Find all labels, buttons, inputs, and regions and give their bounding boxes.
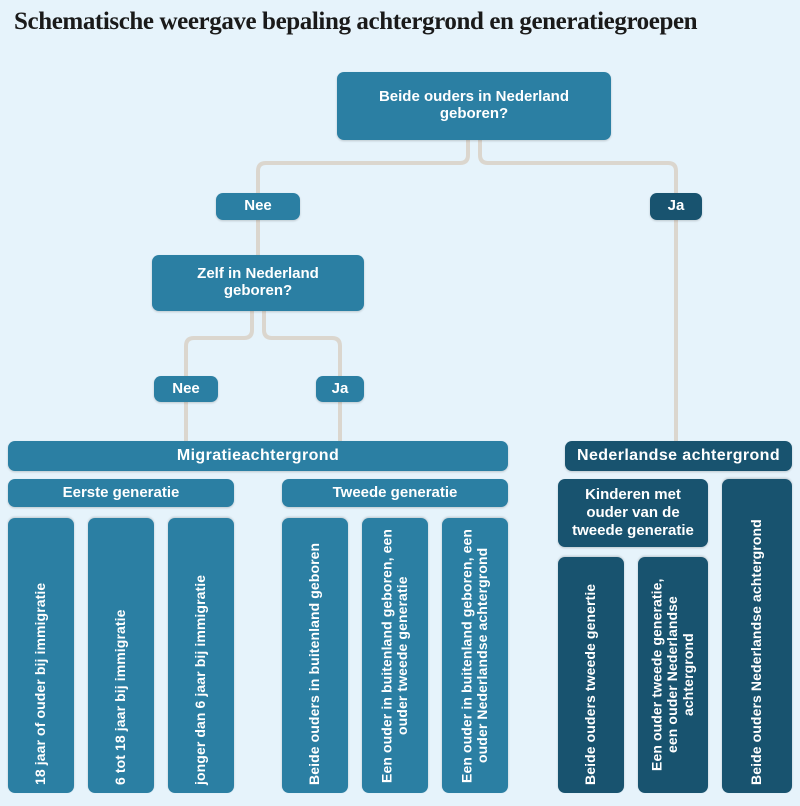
leaf-box[interactable]: Een ouder tweede generatie, een ouder Ne… bbox=[638, 557, 708, 793]
leaf-label: 6 tot 18 jaar bij immigratie bbox=[112, 609, 129, 785]
group-header-label: Migratieachtergrond bbox=[176, 447, 340, 465]
subgroup-header-label: Eerste generatie bbox=[62, 483, 180, 501]
leaf-label: jonger dan 6 jaar bij immigratie bbox=[192, 574, 209, 785]
badge-label: Ja bbox=[667, 197, 685, 215]
group-header-dutch[interactable]: Nederlandse achtergrond bbox=[565, 441, 792, 471]
leaf-box[interactable]: Een ouder in buitenland geboren, een oud… bbox=[362, 518, 428, 793]
node-label: Beide ouders in Nederland geboren? bbox=[378, 88, 570, 122]
node-root-question[interactable]: Beide ouders in Nederland geboren? bbox=[337, 72, 611, 140]
group-header-migration[interactable]: Migratieachtergrond bbox=[8, 441, 508, 471]
subgroup-header-label: Tweede generatie bbox=[332, 483, 458, 501]
subgroup-header-kinderen-met-ouder[interactable]: Kinderen met ouder van de tweede generat… bbox=[558, 479, 708, 547]
leaf-label: Beide ouders Nederlandse achtergrond bbox=[748, 519, 765, 785]
leaf-label: Een ouder tweede generatie, een ouder Ne… bbox=[648, 578, 696, 772]
leaf-label: Een ouder in buitenland geboren, een oud… bbox=[458, 528, 490, 783]
badge-root-no[interactable]: Nee bbox=[216, 193, 300, 220]
badge-label: Nee bbox=[244, 197, 272, 215]
badge-label: Ja bbox=[331, 379, 349, 397]
leaf-box[interactable]: Beide ouders in buitenland geboren bbox=[282, 518, 348, 793]
leaf-label: 18 jaar of ouder bij immigratie bbox=[32, 582, 49, 785]
leaf-box[interactable]: 6 tot 18 jaar bij immigratie bbox=[88, 518, 154, 793]
leaf-box[interactable]: Beide ouders tweede genertie bbox=[558, 557, 624, 793]
node-label: Zelf in Nederland geboren? bbox=[197, 265, 319, 299]
page-title: Schematische weergave bepaling achtergro… bbox=[14, 8, 698, 35]
badge-label: Nee bbox=[172, 379, 200, 397]
leaf-box[interactable]: jonger dan 6 jaar bij immigratie bbox=[168, 518, 234, 793]
subgroup-header-label: Kinderen met ouder van de tweede generat… bbox=[572, 486, 694, 539]
leaf-label: Een ouder in buitenland geboren, een oud… bbox=[378, 528, 410, 783]
node-second-question[interactable]: Zelf in Nederland geboren? bbox=[152, 255, 364, 311]
badge-root-yes[interactable]: Ja bbox=[650, 193, 702, 220]
leaf-label: Beide ouders tweede genertie bbox=[582, 583, 599, 785]
leaf-box[interactable]: Een ouder in buitenland geboren, een oud… bbox=[442, 518, 508, 793]
leaf-box[interactable]: Beide ouders Nederlandse achtergrond bbox=[722, 479, 792, 793]
badge-second-yes[interactable]: Ja bbox=[316, 376, 364, 402]
badge-second-no[interactable]: Nee bbox=[154, 376, 218, 402]
leaf-label: Beide ouders in buitenland geboren bbox=[306, 542, 323, 785]
subgroup-header-eerste-generatie[interactable]: Eerste generatie bbox=[8, 479, 234, 507]
leaf-box[interactable]: 18 jaar of ouder bij immigratie bbox=[8, 518, 74, 793]
subgroup-header-tweede-generatie[interactable]: Tweede generatie bbox=[282, 479, 508, 507]
group-header-label: Nederlandse achtergrond bbox=[576, 447, 781, 465]
